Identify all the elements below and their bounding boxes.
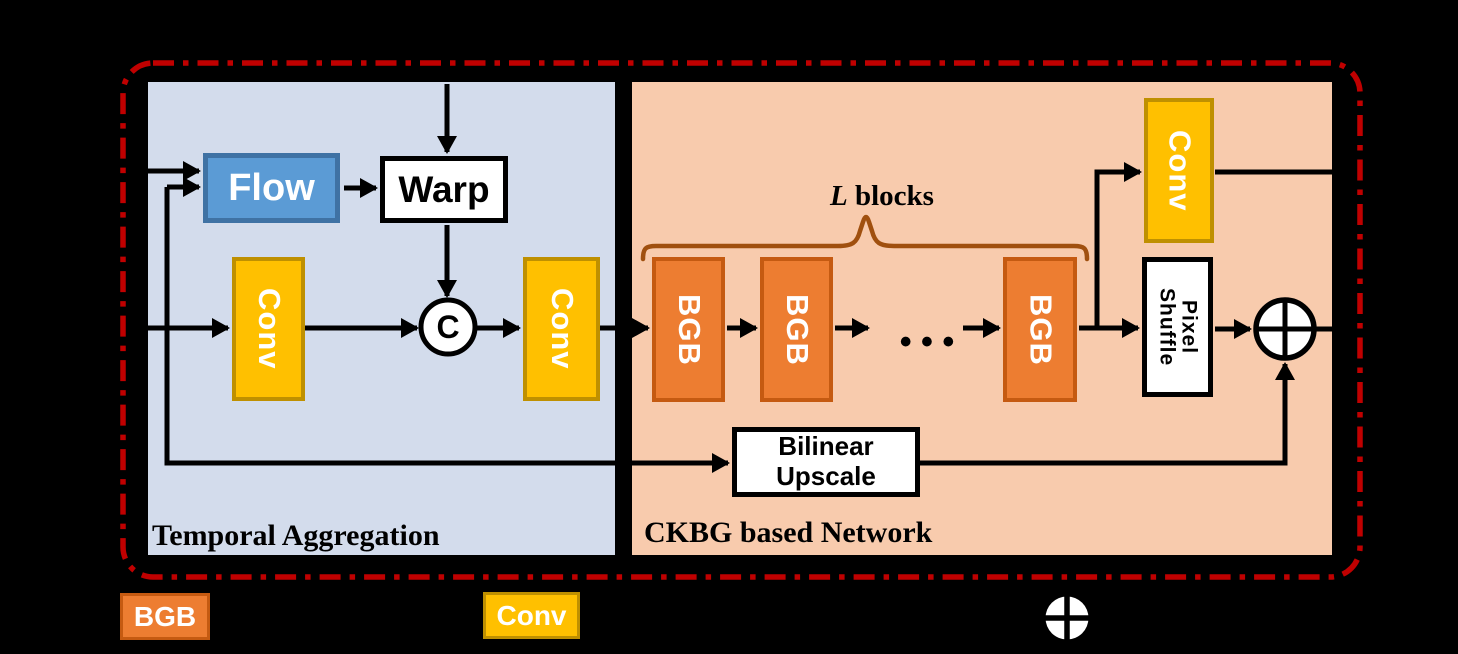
conv-node-3: Conv [1144,98,1214,243]
bgb-label: BGB [1023,293,1059,366]
warp-node: Warp [380,156,508,223]
conv-label: Conv [251,288,287,370]
circle-c-concat-icon: C [418,297,478,357]
temporal-aggregation-label: Temporal Aggregation [152,519,440,552]
flow-label: Flow [228,166,315,209]
bgb-node-2: BGB [760,257,833,402]
ellipsis-dots: • • • [900,323,955,361]
ckbg-network-label: CKBG based Network [644,516,933,549]
bgb-label: BGB [779,293,815,366]
conv-node-1: Conv [232,257,305,401]
legend-circle-plus-add-icon [1045,596,1089,640]
legend-conv-label: Conv [496,599,567,631]
arrow-connectors [148,84,1333,473]
bgb-node-1: BGB [652,257,725,402]
warp-label: Warp [398,168,490,210]
red-dashed-frame [120,60,1363,580]
conv-label: Conv [1162,129,1198,212]
l-blocks-brace [640,214,1090,262]
l-blocks-variable: L [830,180,848,212]
l-blocks-annotation: L blocks [807,180,957,213]
pixel-shuffle-node: Pixel Shuffle [1142,257,1213,397]
legend-bgb-swatch: BGB [120,593,210,640]
bgb-node-3: BGB [1003,257,1077,402]
bilinear-upscale-node: Bilinear Upscale [732,427,920,497]
legend-conv-swatch: Conv [483,592,580,639]
flow-node: Flow [203,153,340,223]
pixel-shuffle-label: Pixel Shuffle [1155,287,1201,367]
circle-plus-add-icon [1253,297,1317,361]
bgb-label: BGB [671,293,707,366]
concat-label: C [436,309,459,345]
legend-bgb-label: BGB [133,600,197,632]
conv-label: Conv [544,288,580,370]
l-blocks-text: blocks [847,180,934,212]
bilinear-upscale-label: Bilinear Upscale [776,431,876,491]
conv-node-2: Conv [523,257,600,401]
